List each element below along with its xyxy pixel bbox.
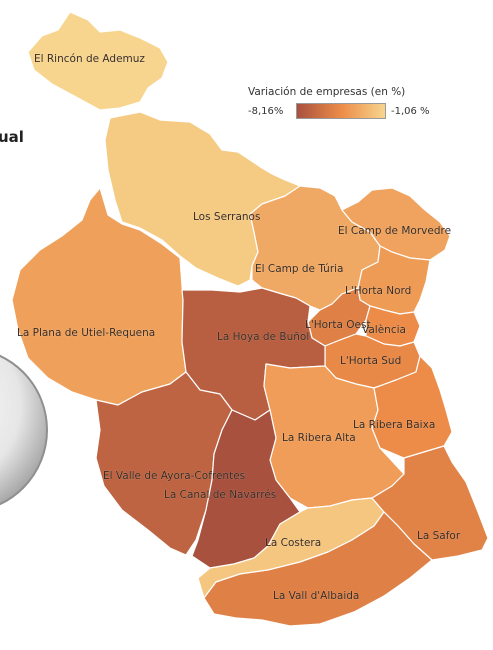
label-campturia: El Camp de Túria: [255, 263, 344, 275]
label-hoya: La Hoya de Buñol: [217, 331, 309, 343]
region-safor[interactable]: [371, 445, 489, 561]
label-riberabaixa: La Ribera Baixa: [353, 419, 435, 431]
region-morvedre[interactable]: [341, 187, 451, 261]
legend-max-label: -1,06 %: [391, 106, 430, 117]
region-riberabaixa[interactable]: [371, 355, 453, 459]
label-valencia: València: [362, 324, 406, 336]
label-hortaoest: L'Horta Oest: [305, 319, 371, 331]
region-albaida[interactable]: [203, 511, 433, 627]
label-ayora: El Valle de Ayora-Cofrentes: [103, 470, 245, 482]
decorative-sphere: [0, 354, 48, 506]
label-costera: La Costera: [265, 537, 321, 549]
label-riberaalta: La Ribera Alta: [282, 432, 356, 444]
region-rincon[interactable]: [27, 11, 169, 111]
cut-off-title-text: ual: [0, 128, 24, 146]
label-hortanord: L'Horta Nord: [345, 285, 411, 297]
label-morvedre: El Camp de Morvedre: [338, 225, 451, 237]
legend-min-label: -8,16%: [248, 106, 284, 117]
label-albaida: La Vall d'Albaida: [273, 590, 359, 602]
legend-color-bar: [296, 103, 386, 119]
label-rincon: El Rincón de Ademuz: [34, 53, 145, 65]
label-utiel: La Plana de Utiel-Requena: [17, 327, 155, 339]
label-navarres: La Canal de Navarrés: [164, 489, 276, 501]
label-serranos: Los Serranos: [193, 211, 260, 223]
label-safor: La Safor: [417, 530, 461, 542]
label-hortasud: L'Horta Sud: [340, 355, 401, 367]
legend-title: Variación de empresas (en %): [248, 86, 406, 98]
